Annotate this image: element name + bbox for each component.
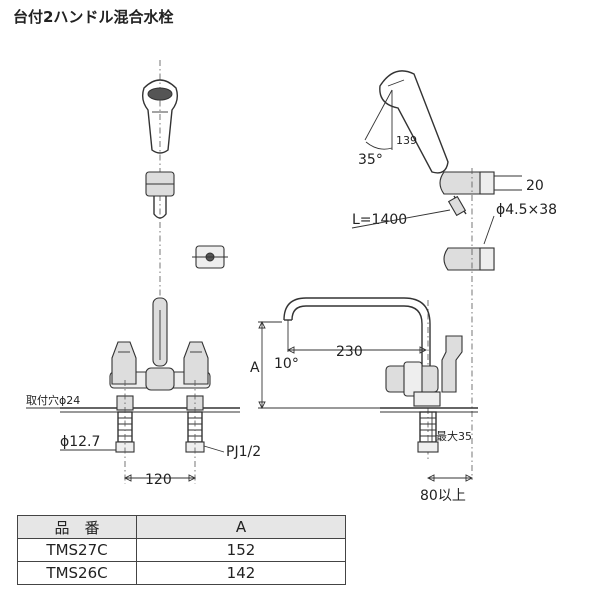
table-header-row: 品 番 A (17, 515, 346, 539)
mounting-shanks (115, 395, 205, 453)
pipe-dia-label: ϕ12.7 (60, 434, 100, 450)
wall-clip-side (443, 247, 495, 271)
table-cell-model: TMS26C (17, 561, 137, 585)
faucet-diagram: 取付穴ϕ24 ϕ12.7 PJ1/2 120 35° 139 20 L=1400… (26, 60, 557, 504)
shank-side (417, 411, 439, 453)
table-row: TMS27C 152 (17, 538, 346, 562)
mount-hole-label: 取付穴ϕ24 (26, 393, 80, 407)
hose-end-front (153, 196, 167, 219)
table-header-model: 品 番 (17, 515, 137, 539)
table-cell-a: 152 (136, 538, 346, 562)
thread-label: PJ1/2 (226, 444, 261, 460)
hose-length-label: L=1400 (352, 212, 407, 228)
table-header-a: A (136, 515, 346, 539)
wall-clip-front (192, 245, 228, 269)
dim-139-label: 139 (396, 134, 417, 147)
hook-holder-side (439, 171, 495, 195)
spout-reach-label: 230 (336, 344, 363, 360)
hook-holder-front (145, 171, 175, 197)
table-row: TMS26C 142 (17, 561, 346, 585)
faucet-body-side (385, 335, 463, 407)
spacing-label: 120 (145, 472, 172, 488)
faucet-body-front (109, 341, 211, 391)
dim-20-label: 20 (526, 178, 544, 194)
drawing-title: 台付2ハンドル混合水栓 (13, 8, 174, 26)
table-cell-a: 142 (136, 561, 346, 585)
a-dim-label: A (250, 360, 260, 376)
screw-label: ϕ4.5×38 (496, 202, 557, 218)
min-80-label: 80以上 (420, 488, 466, 504)
spout-front (152, 297, 168, 367)
angle-35-label: 35° (358, 152, 383, 168)
model-spec-table: 品 番 A TMS27C 152 TMS26C 142 (17, 515, 346, 585)
max-35-label: 最大35 (436, 429, 472, 443)
shower-head-side (379, 70, 449, 174)
shower-head-front (141, 79, 179, 154)
spout-angle-label: 10° (274, 356, 299, 372)
table-cell-model: TMS27C (17, 538, 137, 562)
